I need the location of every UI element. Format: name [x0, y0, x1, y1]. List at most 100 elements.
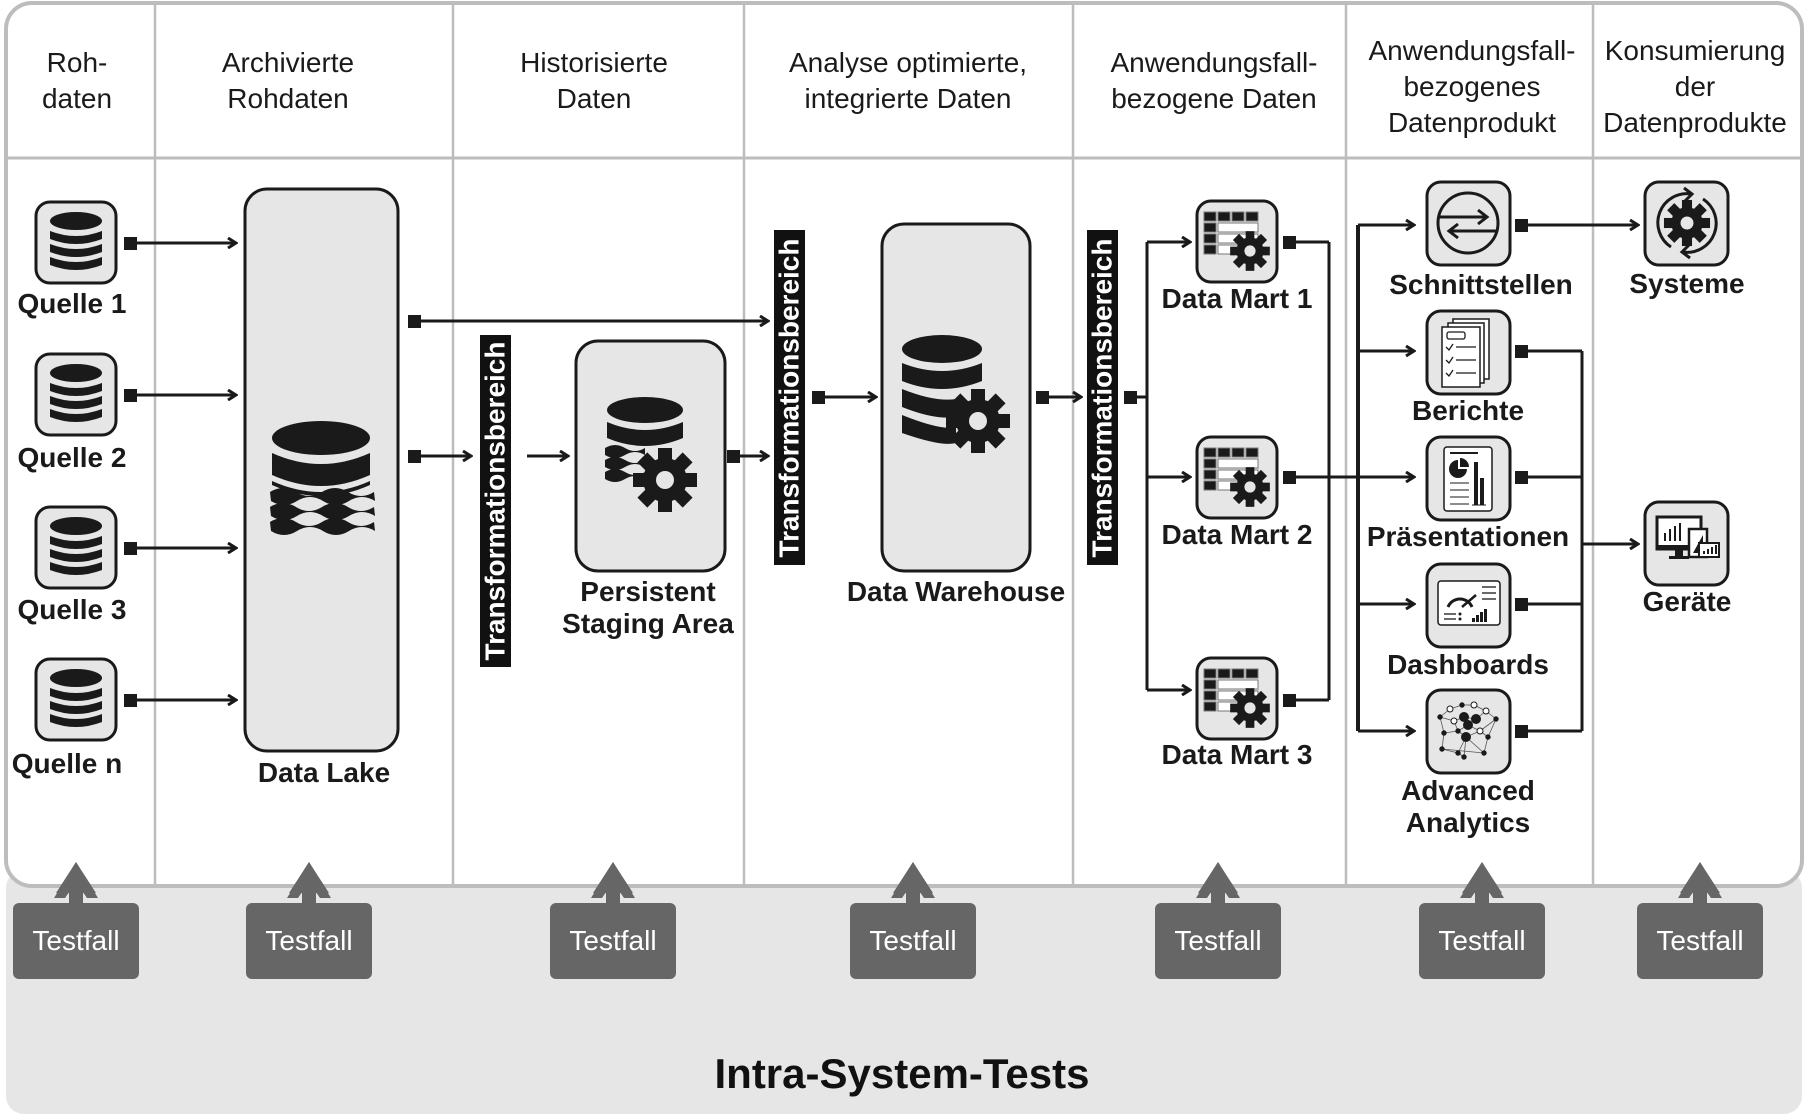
flow-arrows-sources-to-lake [124, 237, 236, 707]
header-line: Historisierte [520, 47, 668, 78]
column-header-analyse-optimierte-daten: Analyse optimierte, integrierte Daten [789, 45, 1027, 117]
transformation-label: Transformationsbereich [1086, 238, 1118, 557]
column-header-rohdaten: Roh- daten [42, 45, 112, 117]
database-icon [50, 517, 102, 575]
column-header-datenprodukt: Anwendungsfall- bezogenes Datenprodukt [1368, 33, 1575, 141]
header-line: Rohdaten [227, 83, 349, 114]
header-line: Archivierte [221, 47, 355, 78]
testfall-button[interactable]: Testfall [246, 903, 372, 979]
interface-exchange-icon [1436, 191, 1500, 255]
source-label: Quelle 2 [17, 442, 127, 473]
source-label: Quelle 3 [17, 594, 127, 625]
psa-label-line: Staging Area [562, 608, 734, 639]
header-line: Daten [556, 83, 632, 114]
data-lake-icon [270, 421, 375, 535]
connector-square [727, 450, 740, 463]
up-arrow-icon [56, 862, 96, 906]
testfall-button[interactable]: Testfall [1155, 903, 1281, 979]
database-icon [50, 669, 102, 727]
product-label-line: Analytics [1405, 807, 1531, 838]
header-line: daten [41, 83, 113, 114]
table-gear-icon [1203, 211, 1270, 271]
product-label: Advanced Analytics [1401, 775, 1535, 839]
data-mart-label: Data Mart 2 [1161, 519, 1313, 550]
up-arrow-icon [1680, 862, 1720, 906]
system-gear-cycle-icon [1656, 186, 1718, 260]
testfall-button[interactable]: Testfall [850, 903, 976, 979]
connector-square [124, 542, 137, 555]
table-gear-icon [1203, 447, 1270, 507]
testfall-button[interactable]: Testfall [13, 903, 139, 979]
data-mart-2-tile[interactable] [1195, 435, 1279, 520]
source-label: Quelle n [11, 748, 123, 779]
consumer-label: Systeme [1629, 268, 1745, 299]
data-mart-3-tile[interactable] [1195, 656, 1279, 741]
data-mart-label: Data Mart 3 [1161, 739, 1313, 770]
footer-panel [6, 870, 1802, 1114]
transformation-area-3: Transformationsbereich [1087, 230, 1118, 565]
header-line: Datenprodukt [1387, 107, 1557, 138]
header-line: Datenprodukte [1603, 107, 1787, 138]
flow-products-to-consumers [1527, 225, 1638, 733]
product-label: Berichte [1411, 395, 1525, 426]
testfall-button[interactable]: Testfall [1637, 903, 1763, 979]
table-gear-icon [1203, 668, 1270, 728]
up-arrow-icon [893, 862, 933, 906]
source-2-tile[interactable] [34, 352, 118, 437]
data-warehouse-box[interactable] [880, 222, 1032, 573]
presentation-icon [1443, 446, 1493, 512]
product-label: Schnittstellen [1389, 269, 1573, 300]
product-label: Präsentationen [1366, 521, 1570, 552]
product-label-line: Advanced [1401, 775, 1535, 806]
connector-square [124, 237, 137, 250]
header-line: Konsumierung [1604, 35, 1786, 66]
header-line: bezogene Daten [1111, 83, 1317, 114]
column-header-historisierte-daten: Historisierte Daten [520, 45, 668, 117]
header-line: bezogenes [1403, 71, 1541, 102]
connector-squares [1283, 236, 1296, 707]
column-header-anwendungsfall-daten: Anwendungsfall- bezogene Daten [1110, 45, 1317, 117]
header-line: der [1674, 71, 1716, 102]
dashboard-icon [1437, 580, 1501, 626]
product-4-tile[interactable] [1425, 562, 1512, 649]
connector-square [124, 389, 137, 402]
header-line: Anwendungsfall- [1368, 35, 1576, 66]
connector-square [1124, 391, 1137, 404]
database-gear-waves-icon [605, 397, 697, 512]
product-5-tile[interactable] [1425, 688, 1512, 775]
product-2-tile[interactable] [1425, 309, 1512, 396]
consumer-geraete-tile[interactable] [1643, 500, 1730, 587]
source-4-tile[interactable] [34, 657, 118, 742]
transformation-area-2: Transformationsbereich [774, 230, 805, 565]
up-arrow-icon [1198, 862, 1238, 906]
product-label: Dashboards [1387, 649, 1549, 680]
header-line: integrierte Daten [804, 83, 1012, 114]
connector-square [1036, 391, 1049, 404]
product-3-tile[interactable] [1425, 435, 1512, 522]
database-icon [50, 364, 102, 422]
transformation-label: Transformationsbereich [773, 238, 805, 557]
up-arrow-icon [289, 862, 329, 906]
database-gear-icon [902, 335, 1010, 453]
connector-square [408, 315, 421, 328]
data-mart-1-tile[interactable] [1195, 199, 1279, 284]
reports-icon [1441, 318, 1490, 388]
network-analytics-icon [1437, 701, 1499, 760]
source-label: Quelle 1 [17, 288, 127, 319]
source-3-tile[interactable] [34, 505, 118, 590]
product-1-tile[interactable] [1425, 180, 1512, 267]
up-arrow-icon [1462, 862, 1502, 906]
gear-icon [633, 448, 697, 512]
source-1-tile[interactable] [34, 200, 118, 285]
testfall-button[interactable]: Testfall [550, 903, 676, 979]
testfall-arrows [54, 862, 1722, 906]
devices-icon [1655, 515, 1720, 559]
data-mart-label: Data Mart 1 [1161, 283, 1313, 314]
testfall-button[interactable]: Testfall [1419, 903, 1545, 979]
connector-square [408, 450, 421, 463]
column-header-archivierte-rohdaten: Archivierte Rohdaten [222, 45, 354, 117]
consumer-label: Geräte [1642, 586, 1732, 617]
header-line: Anwendungsfall- [1110, 47, 1318, 78]
consumer-systeme-tile[interactable] [1643, 180, 1730, 267]
